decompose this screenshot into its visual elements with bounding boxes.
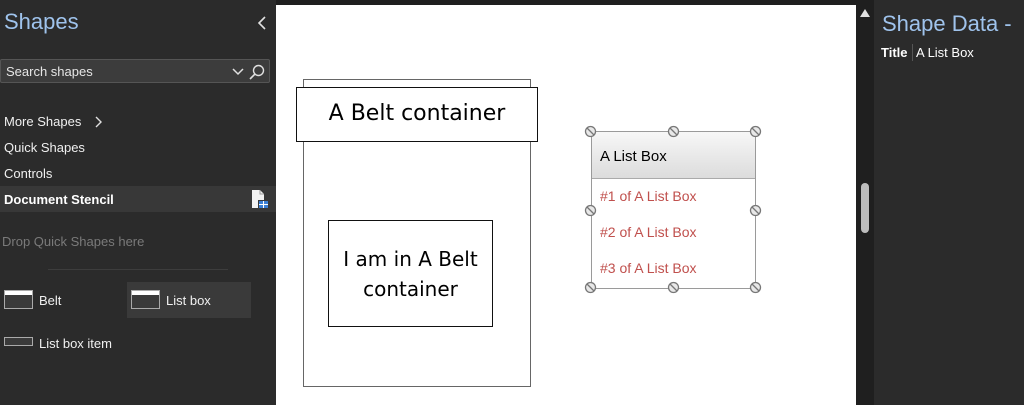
shape-data-key: Title bbox=[881, 45, 908, 60]
search-icon[interactable] bbox=[248, 63, 266, 81]
inner-shape-text: I am in A Belt container bbox=[343, 246, 478, 301]
divider bbox=[912, 44, 913, 61]
list-box-item[interactable]: #1 of A List Box bbox=[600, 188, 697, 204]
drawing-canvas[interactable]: A Belt container I am in A Belt containe… bbox=[276, 5, 856, 405]
shape-data-row[interactable]: Title A List Box bbox=[874, 42, 1024, 62]
shape-data-value[interactable]: A List Box bbox=[916, 45, 974, 60]
document-stencil-icon[interactable] bbox=[249, 189, 269, 209]
shape-data-panel: Shape Data - Title A List Box bbox=[874, 0, 1024, 405]
belt-container-header[interactable]: A Belt container bbox=[296, 87, 538, 142]
list-box-title: A List Box bbox=[600, 148, 667, 165]
stencil-item-list-box-item[interactable]: List box item bbox=[0, 325, 140, 361]
resize-handle-icon[interactable] bbox=[749, 204, 762, 217]
list-box-header: A List Box bbox=[592, 132, 755, 179]
nav-quick-shapes[interactable]: Quick Shapes bbox=[4, 140, 85, 155]
drop-quick-shapes-hint: Drop Quick Shapes here bbox=[2, 234, 145, 249]
stencil-item-label: List box bbox=[166, 293, 211, 308]
chevron-down-icon[interactable] bbox=[231, 65, 245, 79]
scroll-up-icon[interactable] bbox=[859, 8, 871, 18]
nav-document-stencil[interactable]: Document Stencil bbox=[0, 186, 276, 212]
resize-handle-icon[interactable] bbox=[749, 125, 762, 138]
resize-handle-icon[interactable] bbox=[584, 281, 597, 294]
belt-thumbnail-icon bbox=[4, 290, 33, 309]
nav-controls[interactable]: Controls bbox=[4, 166, 53, 181]
divider bbox=[48, 269, 228, 270]
search-placeholder: Search shapes bbox=[6, 64, 93, 79]
list-box-shape[interactable]: A List Box #1 of A List Box #2 of A List… bbox=[591, 131, 756, 289]
list-box-thumbnail-icon bbox=[131, 290, 160, 309]
shape-data-title: Shape Data - bbox=[882, 11, 1012, 36]
belt-container-shape[interactable] bbox=[303, 79, 531, 387]
stencil-item-belt[interactable]: Belt bbox=[0, 282, 120, 318]
chevron-right-icon[interactable] bbox=[93, 115, 103, 129]
inner-shape[interactable]: I am in A Belt container bbox=[328, 220, 493, 327]
collapse-panel-icon[interactable] bbox=[255, 14, 269, 32]
resize-handle-icon[interactable] bbox=[667, 281, 680, 294]
list-box-item[interactable]: #2 of A List Box bbox=[600, 224, 697, 240]
stencil-item-list-box[interactable]: List box bbox=[127, 282, 251, 318]
resize-handle-icon[interactable] bbox=[667, 125, 680, 138]
nav-more-shapes[interactable]: More Shapes bbox=[4, 114, 82, 129]
list-box-item-thumbnail-icon bbox=[4, 337, 33, 346]
scrollbar-thumb[interactable] bbox=[861, 183, 869, 233]
resize-handle-icon[interactable] bbox=[584, 204, 597, 217]
belt-container-header-text: A Belt container bbox=[328, 101, 506, 126]
search-shapes-input[interactable]: Search shapes bbox=[0, 59, 270, 83]
vertical-scrollbar[interactable] bbox=[856, 5, 874, 405]
stencil-item-label: Belt bbox=[39, 293, 62, 308]
resize-handle-icon[interactable] bbox=[584, 125, 597, 138]
shapes-panel: Shapes Search shapes More Shapes Quick S… bbox=[0, 0, 276, 405]
shapes-panel-title: Shapes bbox=[4, 9, 79, 34]
list-box-item[interactable]: #3 of A List Box bbox=[600, 260, 697, 276]
stencil-item-label: List box item bbox=[39, 336, 112, 351]
document-stencil-label: Document Stencil bbox=[4, 192, 114, 207]
resize-handle-icon[interactable] bbox=[749, 281, 762, 294]
